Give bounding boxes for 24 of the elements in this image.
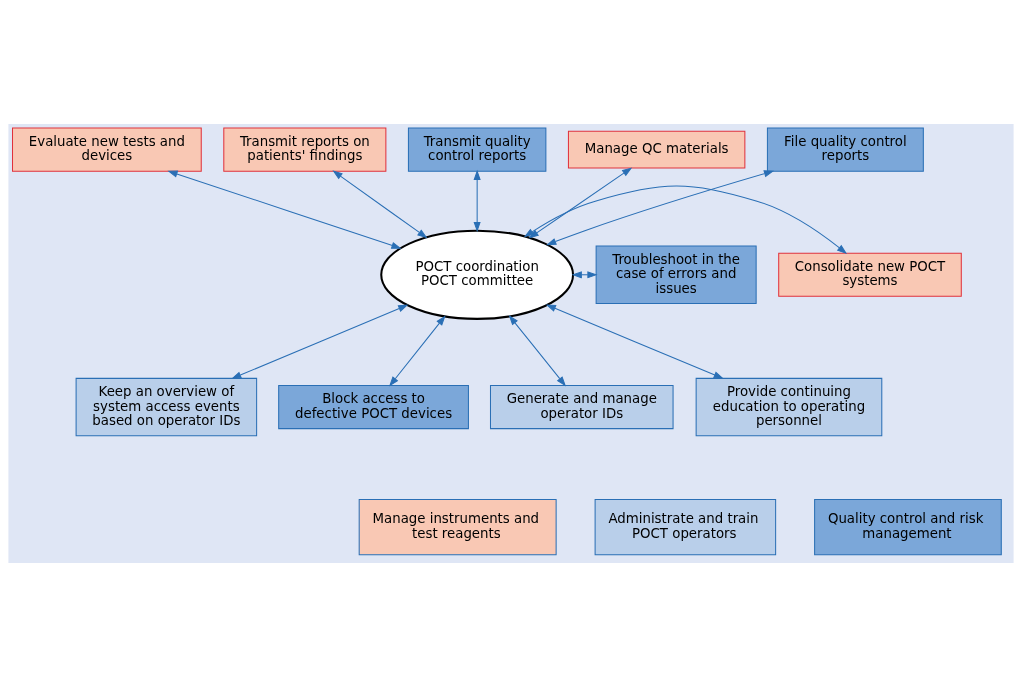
node-box: Provide continuing education to operating personnel xyxy=(695,377,883,437)
arrow xyxy=(167,170,402,249)
node-box: Block access to defective POCT devices xyxy=(278,385,469,430)
arrow xyxy=(545,304,724,379)
node-box: Manage QC materials xyxy=(567,130,746,169)
legend-label: Manage instruments and test reagents xyxy=(372,511,540,541)
node-box: Transmit reports on patients' findings xyxy=(223,127,387,172)
node-box: Transmit quality control reports xyxy=(407,127,547,172)
arrow xyxy=(332,170,428,239)
arrow xyxy=(528,167,633,239)
legend-label: Quality control and risk management xyxy=(827,511,984,541)
arrow xyxy=(231,304,409,379)
node-box: Evaluate new tests and devices xyxy=(12,127,202,172)
node-box: File quality control reports xyxy=(766,127,924,172)
legend-label: Administrate and train POCT operators xyxy=(608,511,759,541)
node-box: Troubleshoot in the case of errors and issues xyxy=(595,245,757,304)
node-box: Consolidate new POCT systems xyxy=(778,252,962,297)
arrow xyxy=(389,315,446,387)
arrow xyxy=(523,185,848,255)
arrow xyxy=(473,169,481,233)
arrow xyxy=(508,315,567,387)
arrow xyxy=(546,170,775,246)
node-box: Generate and manage operator IDs xyxy=(489,385,674,430)
node-box: Keep an overview of system access events based on operator IDs xyxy=(75,377,258,437)
